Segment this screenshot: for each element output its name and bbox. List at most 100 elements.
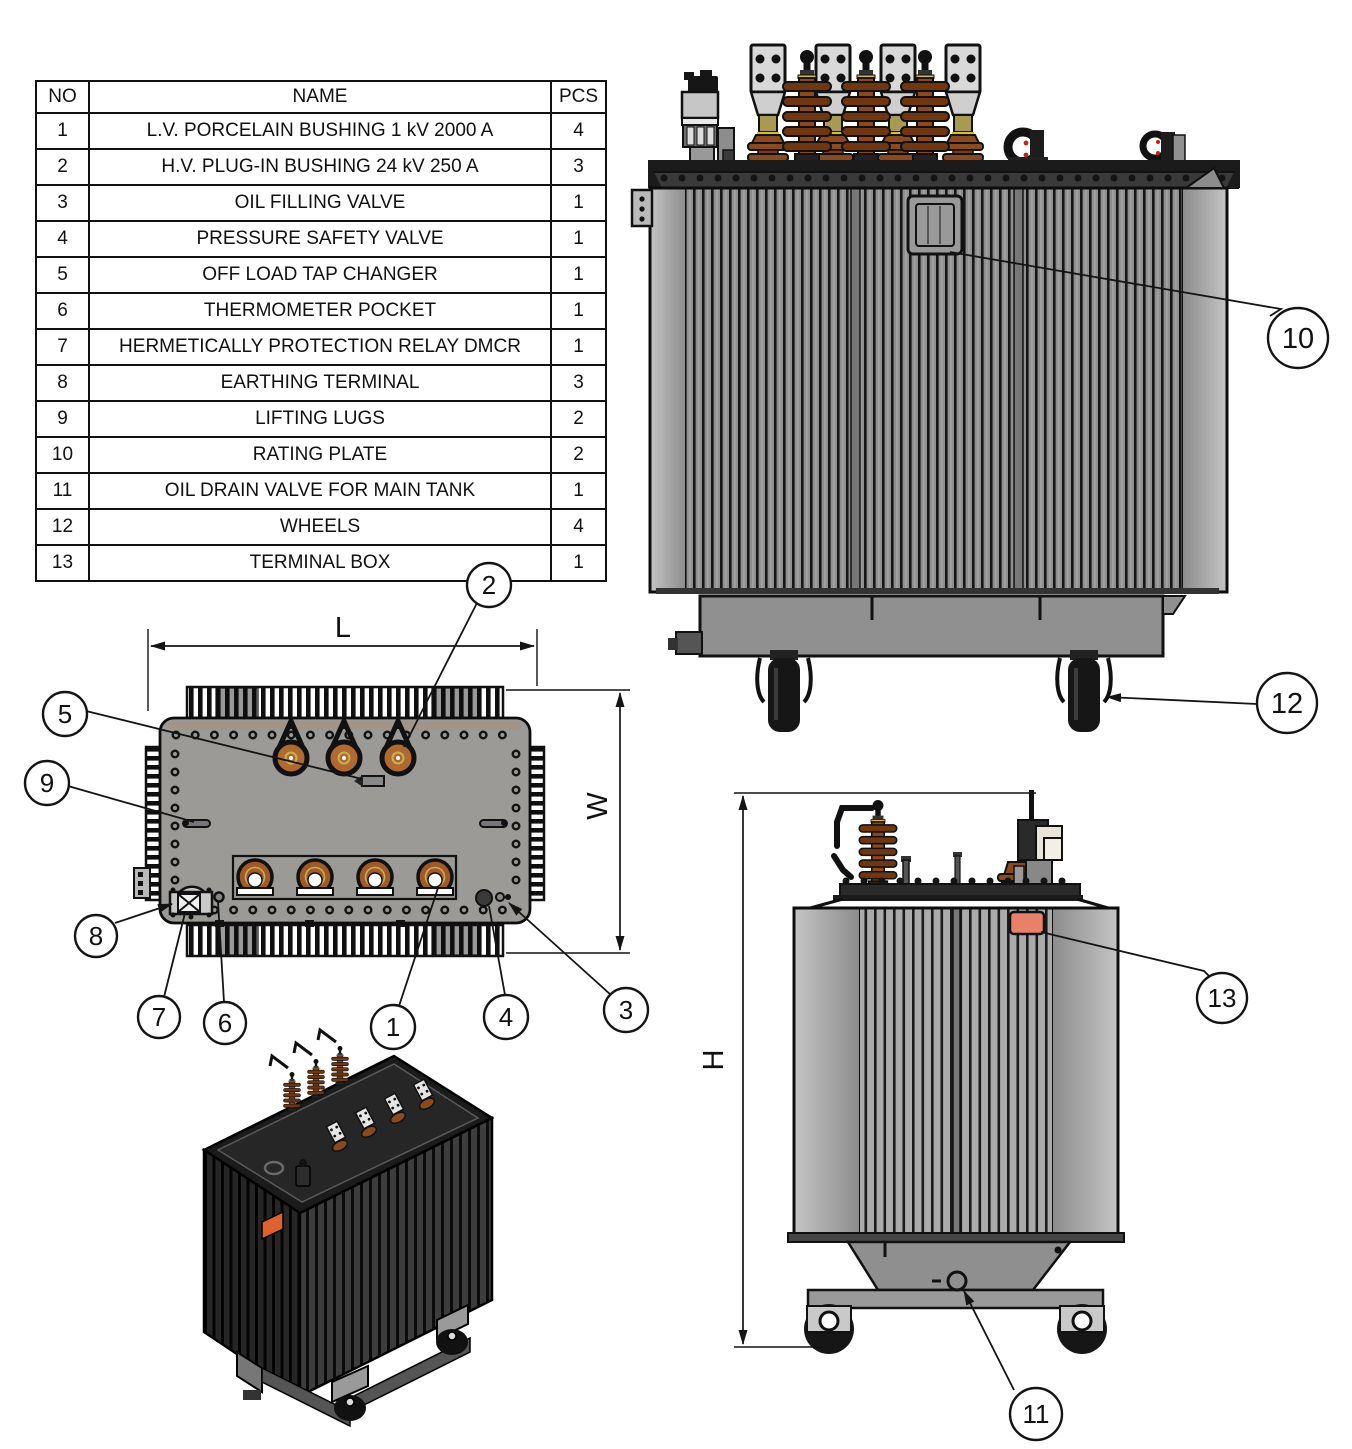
isometric-view	[201, 1027, 495, 1428]
callout-7-balloon: 7	[136, 994, 182, 1040]
terminal-box-side	[1008, 910, 1046, 936]
callout-8-balloon: 8	[73, 913, 119, 959]
callout-3-balloon: 3	[602, 986, 650, 1034]
oil-drain-valve-side	[932, 1270, 968, 1292]
leader-9	[67, 785, 195, 823]
lv-bushing-top	[356, 858, 394, 896]
svg-text:13: 13	[1208, 983, 1237, 1013]
svg-text:6: 6	[218, 1008, 232, 1038]
callout-2-balloon: 2	[465, 561, 513, 609]
iso-hv-bushing	[283, 1071, 301, 1112]
dimension-length-label: L	[335, 612, 351, 644]
protection-relay-dmcr-front	[680, 70, 735, 163]
iso-base-and-wheels	[236, 1303, 471, 1428]
base-side	[787, 1232, 1125, 1310]
iso-right-face	[298, 1115, 494, 1399]
svg-text:4: 4	[499, 1002, 513, 1032]
radiator-fins-right	[528, 745, 546, 902]
lv-bushing-row-top	[231, 854, 458, 901]
callout-10-number: 10	[1282, 323, 1314, 355]
dimension-height-label: H	[698, 1050, 730, 1071]
pressure-safety-valve-top	[475, 889, 493, 907]
wheel-side-right	[1057, 1304, 1107, 1354]
leader-7	[163, 912, 186, 998]
svg-text:9: 9	[40, 768, 54, 798]
tank-body-front	[648, 166, 1229, 594]
dimension-width-label: W	[582, 792, 614, 820]
top-view: L W 2	[23, 561, 650, 1051]
rating-plate-front	[906, 194, 964, 256]
lifting-lug-top-right	[479, 819, 508, 828]
lv-bushing-top	[236, 858, 274, 896]
svg-text:8: 8	[89, 921, 103, 951]
tap-changer-side	[997, 790, 1063, 888]
iso-hv-wire	[268, 1053, 289, 1070]
callout-4-balloon: 4	[482, 993, 530, 1041]
dimension-width: W	[506, 689, 630, 954]
tank-cover-frame-side	[802, 877, 1116, 912]
earthing-terminal-front	[630, 188, 654, 228]
side-view: H 13 11	[698, 790, 1249, 1442]
iso-hv-wire	[316, 1027, 337, 1044]
hv-wire-side-2	[831, 853, 854, 880]
foot-tab	[396, 920, 405, 927]
header-no: NO	[35, 80, 90, 114]
svg-text:3: 3	[619, 995, 633, 1025]
header-pcs: PCS	[550, 80, 607, 114]
oil-filling-valve-top	[495, 892, 511, 902]
leader-11	[963, 1290, 1015, 1391]
leader-10	[949, 251, 1284, 317]
svg-text:2: 2	[482, 570, 496, 600]
callout-5-balloon: 5	[41, 690, 89, 738]
callout-13-balloon: 13	[1195, 971, 1249, 1025]
leader-1	[398, 887, 439, 1007]
callout-6-balloon: 6	[202, 1000, 248, 1046]
iso-relay	[263, 1159, 311, 1187]
thermometer-pocket-top	[213, 891, 225, 903]
dimension-length: L	[147, 612, 538, 711]
svg-text:7: 7	[152, 1002, 166, 1032]
earthing-terminal-top	[133, 867, 151, 899]
svg-text:11: 11	[1023, 1399, 1050, 1429]
svg-text:5: 5	[58, 699, 72, 729]
wheel-front-left	[755, 650, 813, 732]
lifting-lug-top-left	[182, 819, 211, 828]
callout-10-balloon: 10	[1266, 306, 1330, 370]
leader-6	[217, 901, 225, 1003]
leader-3	[508, 902, 612, 996]
relay-block-top	[168, 885, 214, 920]
iso-hv-bushing	[331, 1045, 349, 1086]
base-front	[656, 588, 1219, 658]
callout-12-number: 12	[1271, 688, 1303, 720]
svg-text:1: 1	[386, 1012, 400, 1042]
callout-11-balloon: 11	[1008, 1386, 1064, 1442]
lv-bushing-top	[416, 858, 454, 896]
iso-hv-bushing	[307, 1058, 325, 1099]
hv-bushing-top-1	[272, 714, 310, 777]
iso-terminal-box	[261, 1210, 284, 1241]
leader-8	[114, 903, 173, 924]
lifting-lug-front-2	[1139, 130, 1186, 164]
leader-12	[1106, 693, 1258, 705]
table-header-row: NO NAME PCS	[35, 80, 607, 114]
callout-12-balloon: 12	[1255, 671, 1319, 735]
hv-wire-side	[834, 805, 875, 849]
iso-hv-wire	[292, 1040, 313, 1057]
tank-cover-frame-front	[648, 160, 1240, 189]
